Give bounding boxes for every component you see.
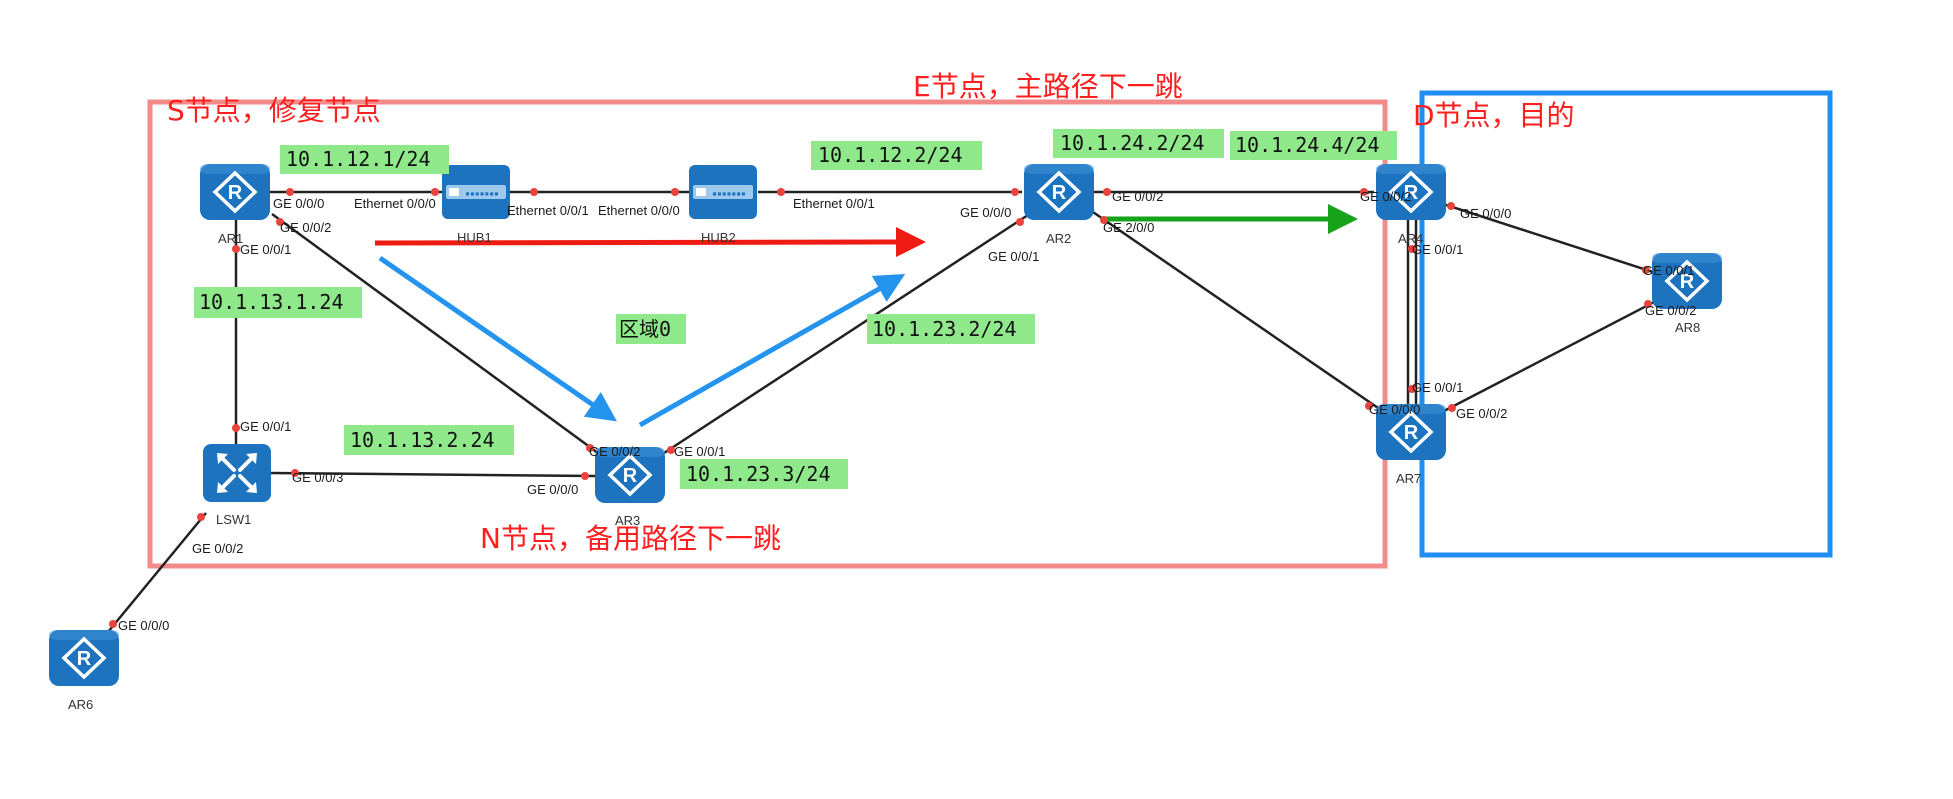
label-ar7: AR7 [1396,471,1421,486]
port-lsw1-ge003: GE 0/0/3 [292,470,343,485]
backup-path-arrow-down [378,255,617,422]
device-ar8[interactable] [1650,251,1724,311]
link-ar8-ar7 [1443,298,1659,413]
port-ar7-ge002: GE 0/0/2 [1456,406,1507,421]
hub-icon: ▪▪▪▪▪▪▪ [689,165,757,219]
label-lsw1: LSW1 [216,512,251,527]
device-hub2[interactable]: ▪▪▪▪▪▪▪ [689,165,757,219]
label-ar3: AR3 [615,513,640,528]
router-icon [1650,251,1724,311]
device-ar6[interactable] [47,628,121,688]
label-ar8: AR8 [1675,320,1700,335]
hub-icon: ▪▪▪▪▪▪▪ [442,165,510,219]
port-hub2-eth000: Ethernet 0/0/0 [598,203,680,218]
device-ar2[interactable] [1022,162,1096,222]
annotation-d-node: D节点，目的 [1413,99,1575,132]
port-ar3-ge002: GE 0/0/2 [589,444,640,459]
label-ar6: AR6 [68,697,93,712]
port-ar2-ge000: GE 0/0/0 [960,205,1011,220]
port-lsw1-ge001: GE 0/0/1 [240,419,291,434]
device-hub1[interactable]: ▪▪▪▪▪▪▪ [442,165,510,219]
label-ar1: AR1 [218,231,243,246]
links [107,190,1659,633]
router-icon [198,162,272,222]
port-ar6-ge000: GE 0/0/0 [118,618,169,633]
ip-ar2-w: 10.1.12.2/24 [818,143,963,167]
ip-ar1-s: 10.1.13.1.24 [199,290,344,314]
port-ar2-ge200: GE 2/0/0 [1103,220,1154,235]
device-ar1[interactable] [198,162,272,222]
annotations: S节点，修复节点 E节点，主路径下一跳 D节点，目的 N节点，备用路径下一跳 [167,70,1575,555]
label-ar2: AR2 [1046,231,1071,246]
port-ar8-ge002: GE 0/0/2 [1645,303,1696,318]
link-ar2-ar7 [1089,208,1382,412]
port-ar8-ge001: GE 0/0/1 [1643,263,1694,278]
port-hub2-eth001: Ethernet 0/0/1 [793,196,875,211]
port-ar2-ge002: GE 0/0/2 [1112,189,1163,204]
router-icon [47,628,121,688]
port-ar1-ge001: GE 0/0/1 [240,242,291,257]
device-lsw1[interactable] [203,444,271,502]
destination-boundary [1419,90,1833,558]
ip-ar1-e: 10.1.12.1/24 [286,147,431,171]
ip-ar2-e: 10.1.24.2/24 [1060,131,1205,155]
annotation-n-node: N节点，备用路径下一跳 [480,522,781,555]
ip-ar3-e: 10.1.23.3/24 [686,462,831,486]
port-dots [109,188,1652,628]
switch-icon [203,444,271,502]
router-icon [1022,162,1096,222]
primary-path-arrow [374,227,926,258]
port-ar4-ge000: GE 0/0/0 [1460,206,1511,221]
svg-text:▪▪▪▪▪▪▪: ▪▪▪▪▪▪▪ [712,189,746,198]
annotation-e-node: E节点，主路径下一跳 [913,70,1183,103]
port-ar2-ge001: GE 0/0/1 [988,249,1039,264]
link-lsw1-ar3 [269,471,596,478]
area0-boundary [147,99,1388,569]
port-ar3-ge000: GE 0/0/0 [527,482,578,497]
port-ar7-ge000: GE 0/0/0 [1369,402,1420,417]
port-ar1-ge002: GE 0/0/2 [280,220,331,235]
area-label: 区域0 [619,317,671,341]
label-hub1: HUB1 [457,230,492,245]
ip-ar2-sw: 10.1.23.2/24 [872,317,1017,341]
port-ar4-ge002: GE 0/0/2 [1360,189,1411,204]
port-lsw1-ge002: GE 0/0/2 [192,541,243,556]
path-arrows [374,204,1358,428]
ip-ar4-w: 10.1.24.4/24 [1235,133,1380,157]
device-labels: AR1 AR2 AR3 AR4 AR7 AR8 AR6 HUB1 HUB2 LS… [68,230,1700,712]
link-ar1-ar3 [271,212,599,455]
backup-path-arrow-up [638,274,906,428]
port-hub1-eth000: Ethernet 0/0/0 [354,196,436,211]
label-ar4: AR4 [1398,231,1423,246]
label-hub2: HUB2 [701,230,736,245]
port-ar4-ge001: GE 0/0/1 [1412,242,1463,257]
ip-ar3-w: 10.1.13.2.24 [350,428,495,452]
port-labels: GE 0/0/0 GE 0/0/2 GE 0/0/1 Ethernet 0/0/… [118,189,1696,633]
link-lsw1-ar6 [107,512,207,633]
port-hub1-eth001: Ethernet 0/0/1 [507,203,589,218]
port-ar3-ge001: GE 0/0/1 [674,444,725,459]
port-ar1-ge000: GE 0/0/0 [273,196,324,211]
svg-text:▪▪▪▪▪▪▪: ▪▪▪▪▪▪▪ [465,189,499,198]
link-ar4-ar8 [1439,201,1657,275]
port-ar7-ge001: GE 0/0/1 [1412,380,1463,395]
ip-labels: 10.1.12.1/24 10.1.12.2/24 10.1.24.2/24 1… [194,129,1397,489]
link-ar2-ar3 [663,213,1029,455]
annotation-s-node: S节点，修复节点 [167,94,381,127]
